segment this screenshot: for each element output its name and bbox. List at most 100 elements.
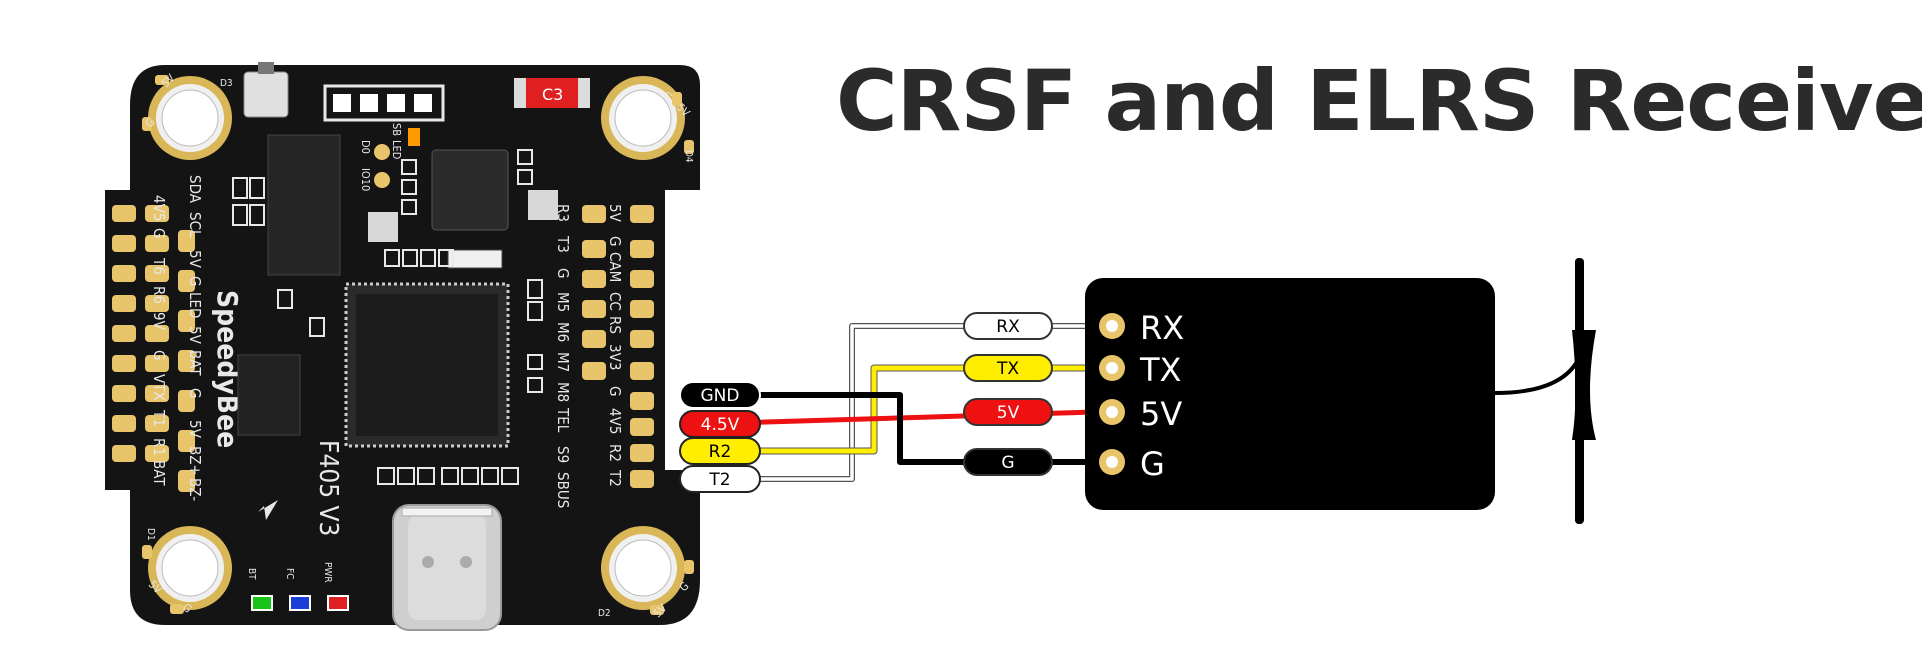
left-silk-label: G (150, 350, 168, 360)
top-led-array (323, 84, 445, 122)
receiver-pin-label: TX (1139, 351, 1181, 389)
svg-text:T2: T2 (708, 470, 730, 490)
top-silk-label: SDA (186, 175, 204, 204)
silk-label: LED (390, 140, 403, 160)
right-silk-label: R2 (606, 444, 624, 462)
left-silk-label: R1 (150, 438, 168, 456)
mounting-hole (148, 526, 232, 610)
wire-label-gnd: GND (679, 381, 761, 409)
right-silk-label: 5V (606, 204, 624, 223)
capacitor-c3: C3 (514, 78, 590, 108)
top-silk-label: 5V (186, 326, 204, 345)
right-silk-label: CC (606, 292, 624, 311)
left-silk-label: 4V5 (150, 195, 168, 221)
wire-label-4-5v: 4.5V (679, 410, 761, 438)
right-silk-label: RS (606, 316, 624, 334)
diagram-title: CRSF and ELRS Receiver (836, 52, 1922, 150)
corner-pads (142, 75, 694, 615)
usb-c-port (392, 504, 502, 631)
receiver-pin-label: G (1140, 445, 1165, 483)
fc-wire-labels: GND 4.5V R2 T2 (679, 381, 761, 493)
right-silk-label: M8 (554, 382, 572, 402)
right-silk-label: S9 (554, 446, 572, 463)
flash-chip (267, 134, 341, 276)
receiver-pin-label: RX (1140, 309, 1184, 347)
wire-label-r2: R2 (679, 437, 761, 465)
receiver-pin (1099, 355, 1125, 381)
left-silk-label: T1 (150, 409, 168, 427)
left-silk-label: VTX (150, 374, 168, 401)
right-silk-label: T2 (606, 469, 624, 487)
top-silk-label: BAT (186, 350, 204, 376)
svg-text:RX: RX (996, 317, 1020, 337)
silk-label: SB (390, 123, 403, 136)
silk-label: D0 (359, 140, 372, 154)
top-silk-label: SCL (186, 212, 204, 238)
receiver-module: RX TX 5V G (1085, 278, 1495, 510)
svg-text:4.5V: 4.5V (701, 415, 740, 435)
svg-text:R2: R2 (709, 442, 732, 462)
right-silk-label: G (554, 268, 572, 278)
right-silk-label: 4V5 (606, 408, 624, 434)
led-label: FC (284, 568, 295, 579)
right-silk-label: G (606, 386, 624, 396)
right-pads (582, 205, 654, 488)
top-silk-label: 5V (186, 250, 204, 269)
receiver-pin (1099, 313, 1125, 339)
led-label: PWR (322, 562, 333, 583)
wire-label-rx: RX (963, 312, 1053, 340)
left-silk-label: 9V (150, 312, 168, 331)
mounting-hole (148, 76, 232, 160)
smd-components (232, 149, 543, 485)
wire-label-5v: 5V (963, 398, 1053, 426)
board-model: F405 V3 (313, 440, 343, 536)
arrow-logo-icon (258, 500, 278, 520)
corner-label: D4 (683, 150, 694, 163)
svg-text:5V: 5V (997, 403, 1020, 423)
left-silk-label: T6 (150, 257, 168, 275)
rx-wire-labels: RX TX 5V G (963, 312, 1053, 476)
right-silk-label: 3V3 (606, 344, 624, 370)
corner-label: D3 (220, 78, 233, 89)
top-silk-label: G (186, 388, 204, 398)
receiver-pin (1099, 449, 1125, 475)
wire-label-g: G (963, 448, 1053, 476)
top-silk-label: BZ- (186, 478, 204, 501)
mounting-hole (601, 526, 685, 610)
corner-label: D2 (598, 608, 611, 619)
antenna-icon (1494, 258, 1596, 524)
receiver-pin (1099, 399, 1125, 425)
led-label: BT (246, 568, 257, 580)
boot-button (243, 71, 289, 118)
wire-label-t2: T2 (679, 465, 761, 493)
right-silk-label: TEL (554, 407, 572, 433)
gyro-chip (431, 149, 509, 231)
mounting-hole (601, 76, 685, 160)
status-leds (251, 595, 349, 611)
left-silk-label: BAT (150, 460, 168, 486)
flight-controller-board: 5V G D3 G 5V D4 D1 5V G D2 5V G (105, 62, 700, 631)
top-silk-label: LED (186, 292, 204, 318)
right-silk-label: M5 (554, 292, 572, 312)
left-silk-label: G (150, 228, 168, 238)
right-silk-label: M6 (554, 322, 572, 342)
top-silk-label: G (186, 276, 204, 286)
right-silk-label: CAM (606, 252, 624, 282)
right-silk-label: M7 (554, 352, 572, 372)
top-silk-label: 5V (186, 420, 204, 439)
svg-text:GND: GND (701, 386, 740, 406)
corner-label: D1 (145, 528, 156, 541)
svg-text:G: G (1001, 453, 1014, 473)
wire-label-tx: TX (963, 354, 1053, 382)
right-silk-label: G (606, 236, 624, 246)
left-pads (112, 205, 195, 492)
receiver-pin-label: 5V (1140, 395, 1182, 433)
top-silk-label: BZ+ (186, 446, 204, 476)
svg-text:TX: TX (996, 359, 1019, 379)
capacitor-label: C3 (542, 85, 563, 104)
right-silk-label: R3 (554, 204, 572, 222)
right-silk-label: T3 (554, 235, 572, 253)
left-silk-label: R6 (150, 286, 168, 304)
silk-label: IO10 (359, 168, 372, 191)
